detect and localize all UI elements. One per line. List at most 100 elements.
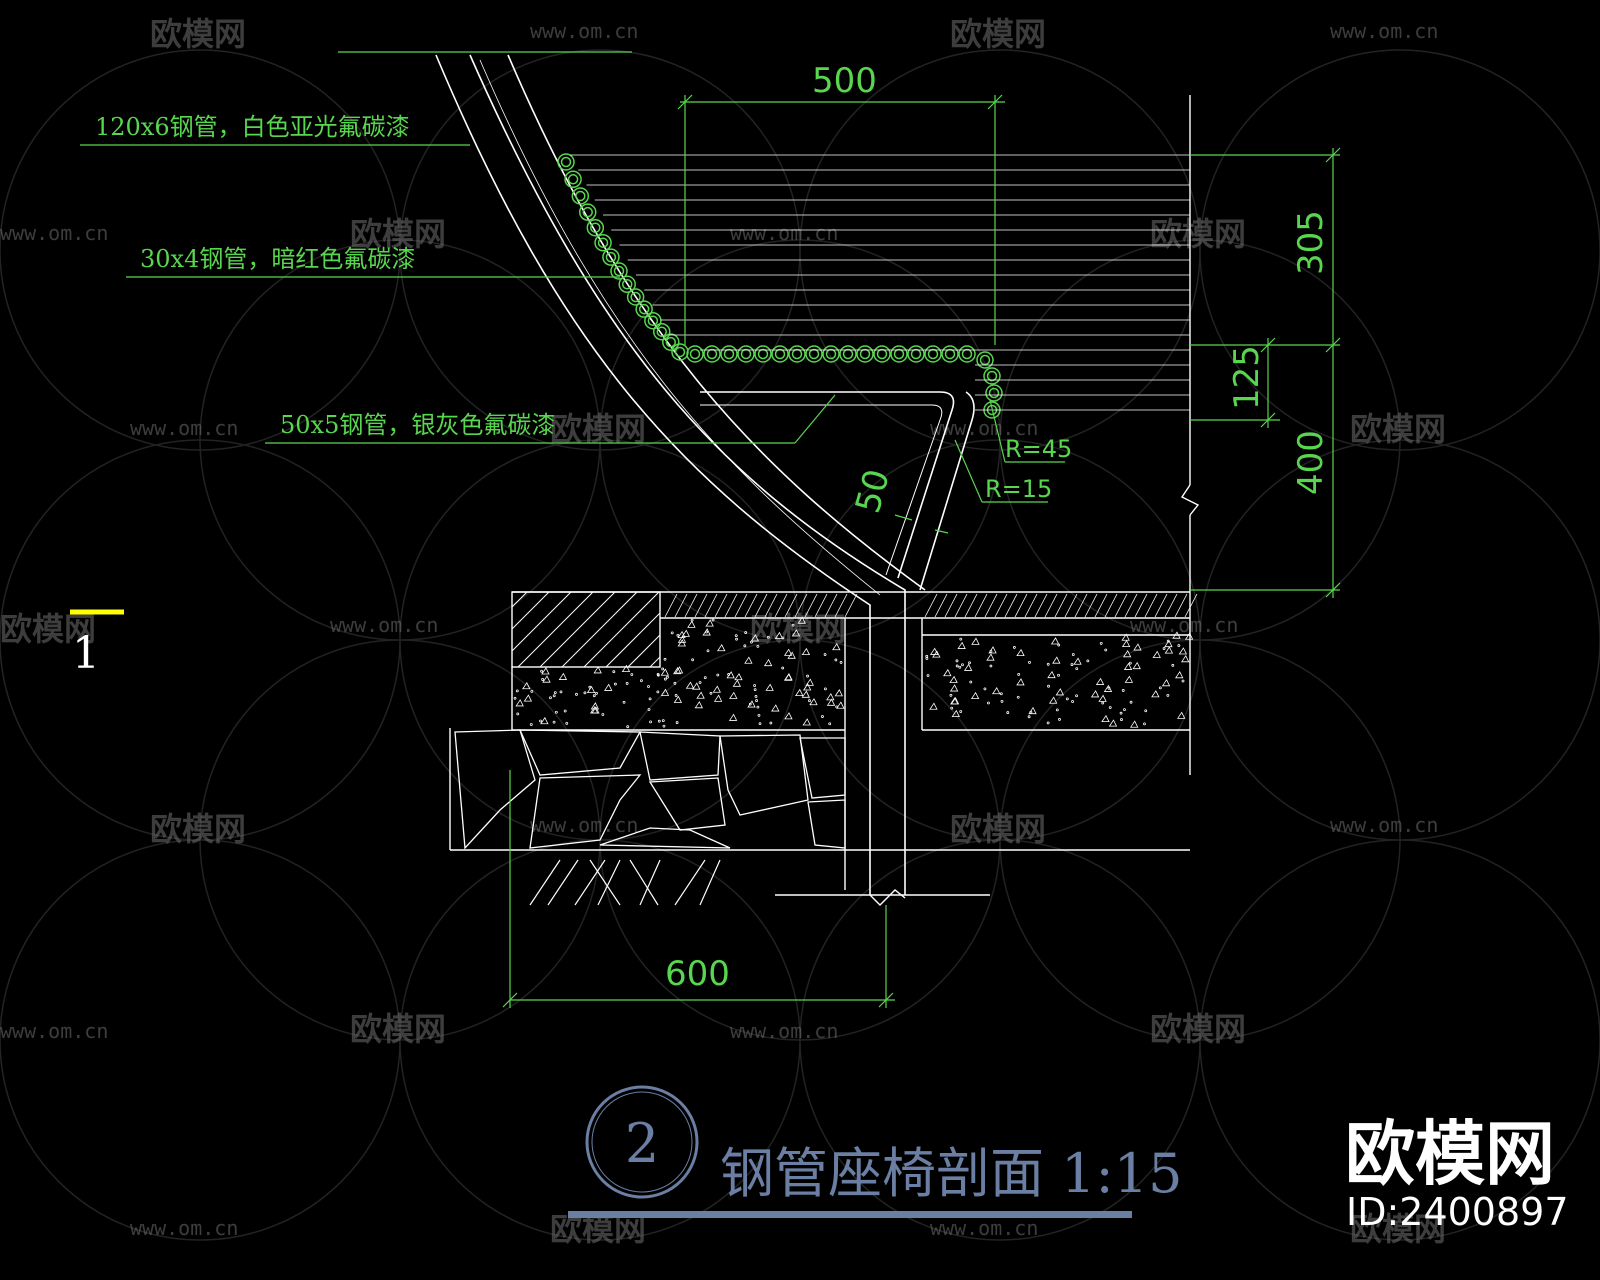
seat-rod (958, 345, 976, 363)
gravel-dot (989, 649, 993, 653)
gravel-triangle (1016, 648, 1025, 657)
gravel-triangle (696, 691, 705, 699)
gravel-dot (530, 690, 534, 693)
seat-rod (662, 333, 680, 351)
strip-stroke (1044, 593, 1058, 618)
watermark-brand: 欧模网 (150, 810, 246, 848)
seat-rod (644, 311, 662, 330)
strip-stroke (1054, 593, 1068, 618)
gravel-triangle (1048, 696, 1058, 704)
strip-stroke (674, 593, 688, 618)
gravel-triangle (589, 706, 599, 714)
section-marker-number: 1 (72, 628, 100, 679)
strip-stroke (1144, 593, 1158, 618)
watermark-url: www.om.cn (730, 221, 838, 245)
strip-stroke (694, 593, 708, 618)
gravel-dot (529, 723, 533, 726)
seat-hatch-lines (570, 154, 1190, 411)
strip-stroke (1174, 593, 1188, 618)
gravel-dot (744, 631, 748, 634)
gravel-triangle (1175, 671, 1184, 679)
gravel-dot (661, 719, 665, 722)
gravel-triangle (687, 620, 696, 628)
gravel-triangle (951, 709, 960, 718)
gravel-dot (823, 653, 827, 656)
dimension-600: 600 (665, 954, 730, 994)
seat-rod-inner (674, 346, 686, 358)
dimension-305: 305 (1291, 210, 1331, 275)
seat-rod (890, 345, 908, 363)
gravel-dot (743, 644, 747, 648)
gravel-triangle (1161, 679, 1171, 687)
strip-stroke (1024, 593, 1038, 618)
logo-id: ID:2400897 (1346, 1190, 1569, 1234)
gravel-triangle (791, 629, 801, 637)
seat-rod-inner (613, 265, 625, 277)
gravel-dot (1143, 722, 1146, 726)
gravel-triangle (673, 695, 683, 703)
label-leaders (80, 51, 836, 444)
gravel-dot (926, 674, 930, 677)
strip-stroke (974, 593, 988, 618)
seat-rod (907, 345, 925, 363)
watermark-brand: 欧模网 (0, 610, 96, 648)
gravel-dot (1101, 701, 1105, 705)
stone-strip-hatch (664, 593, 1198, 618)
gravel-dot (989, 664, 993, 668)
seat-rod (618, 275, 636, 294)
gravel-dot (673, 681, 677, 685)
gravel-triangle (826, 693, 835, 701)
gravel-triangle (765, 683, 774, 691)
gravel-dot (1171, 663, 1175, 667)
gravel-triangle (1101, 714, 1110, 723)
gravel-triangle (685, 681, 695, 689)
seat-rod-inner (988, 387, 1000, 399)
seat-rod (571, 187, 590, 205)
gravel-dot (663, 677, 667, 681)
hatch-stroke (511, 591, 572, 652)
gravel-dot (1177, 644, 1181, 647)
seat-rod (578, 203, 597, 221)
gravel-dot (968, 661, 971, 665)
gravel-triangle (747, 700, 756, 708)
gravel-dot (750, 640, 753, 644)
gravel-triangle (949, 684, 959, 692)
gravel-dot (999, 692, 1003, 696)
gravel-triangle (540, 716, 549, 725)
watermark-brand: 欧模网 (1350, 410, 1446, 448)
gravel-triangle (988, 646, 997, 654)
gravel-triangle (802, 683, 812, 691)
gravel-triangle (660, 688, 670, 696)
gravel-dot (553, 691, 557, 695)
gravel-triangle (1073, 657, 1082, 665)
gravel-dot (647, 685, 650, 688)
seat-rod-inner (961, 348, 973, 360)
gravel-triangle (929, 702, 938, 710)
strip-stroke (834, 593, 848, 618)
watermark-brand: 欧模网 (350, 1010, 446, 1048)
strip-stroke (684, 593, 698, 618)
seat-rod-inner (689, 348, 701, 360)
seat-rod-inner (876, 348, 888, 360)
seat-rod (805, 345, 823, 363)
hatch-stroke (649, 656, 661, 668)
strip-stroke (1094, 593, 1108, 618)
watermark-url: www.om.cn (1130, 613, 1238, 637)
gravel-dot (1119, 711, 1123, 715)
gravel-dot (958, 665, 962, 669)
gravel-triangle (809, 697, 818, 706)
seat-rod-inner (560, 156, 572, 168)
seat-rod (602, 248, 620, 266)
gravel-triangle (1028, 706, 1037, 715)
strip-stroke (924, 593, 938, 618)
gravel-dot (1129, 700, 1133, 704)
hatch-stroke (583, 591, 660, 668)
seat-rod (985, 384, 1003, 402)
gravel-dot (1120, 718, 1123, 721)
strip-stroke (1004, 593, 1018, 618)
hatch-stroke (605, 612, 661, 668)
gravel-triangle (763, 658, 773, 667)
gravel-dot (1158, 686, 1162, 690)
strip-stroke (804, 593, 818, 618)
gravel-dot (757, 713, 761, 717)
